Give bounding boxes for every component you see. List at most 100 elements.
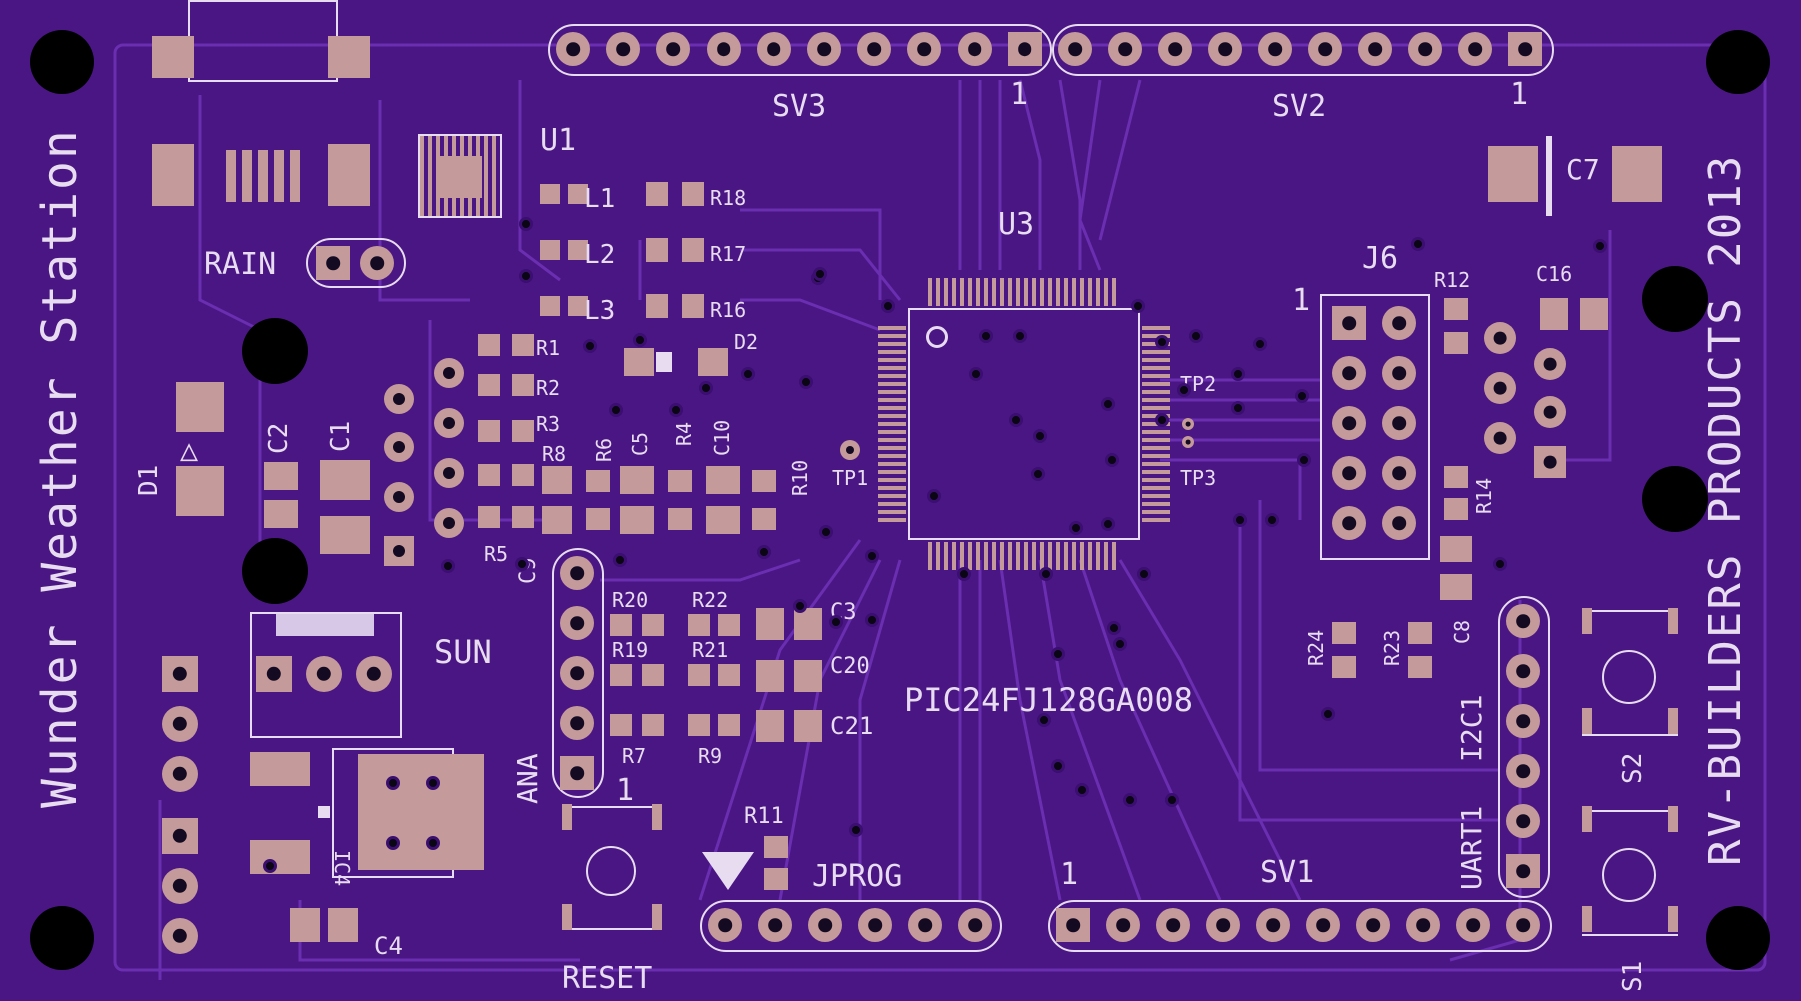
sensor-pin — [384, 384, 414, 414]
sun-pin — [306, 656, 342, 692]
reset-button[interactable] — [586, 846, 636, 896]
r9-pad — [688, 714, 710, 736]
via — [1101, 397, 1115, 411]
rain-pin — [360, 246, 394, 280]
r1-pad — [478, 334, 500, 356]
sv1-pin — [1206, 908, 1240, 942]
r6-label: R6 — [592, 437, 616, 462]
c16-pad — [1580, 298, 1608, 330]
ic4-pad — [250, 752, 310, 786]
r23-label: R23 — [1380, 629, 1404, 666]
c20-pad — [756, 660, 784, 692]
sv2-pin — [1508, 32, 1542, 66]
ana-pin — [560, 706, 594, 740]
c7-label: C7 — [1566, 153, 1600, 186]
sun-latch — [276, 614, 374, 636]
via — [1155, 413, 1169, 427]
r16-pad — [646, 294, 668, 318]
s2-pad — [1582, 708, 1592, 734]
via — [1013, 329, 1027, 343]
j6-pin — [1332, 406, 1366, 440]
u3-pins-left — [878, 326, 906, 522]
sv3-pin — [556, 32, 590, 66]
mounting-hole-right-1 — [1642, 266, 1708, 332]
u3-pins-bottom — [928, 542, 1120, 570]
wind-pin — [162, 656, 198, 692]
j6-pin — [1382, 306, 1416, 340]
r3-label: R3 — [536, 412, 561, 436]
c20-pad — [794, 660, 822, 692]
ana-pin — [560, 556, 594, 590]
sun-pin — [256, 656, 292, 692]
d2-pad — [624, 348, 654, 376]
c3-pad — [794, 608, 822, 640]
l2-label: L2 — [584, 240, 616, 270]
rain-pin — [316, 246, 350, 280]
r24-label: R24 — [1304, 629, 1328, 666]
sensor-header-pin — [1484, 422, 1516, 454]
c16-label: C16 — [1536, 262, 1573, 286]
r21-pad — [718, 664, 740, 686]
d1-pad — [176, 466, 224, 516]
via — [865, 549, 879, 563]
s1-pad — [1668, 906, 1678, 932]
u3-chip — [908, 308, 1140, 540]
r14-pad — [1444, 466, 1468, 488]
via — [1107, 621, 1121, 635]
c10-pad — [706, 506, 740, 534]
c2-label: C2 — [264, 422, 294, 454]
sv1-pin — [1256, 908, 1290, 942]
via — [1155, 335, 1169, 349]
r5-pad — [512, 506, 534, 528]
c7-pad — [1612, 146, 1662, 202]
u3-label: U3 — [998, 207, 1035, 242]
s1-button[interactable] — [1602, 848, 1656, 902]
r14-pad — [1444, 498, 1468, 520]
via — [519, 269, 533, 283]
sv3-pin — [907, 32, 942, 66]
via — [927, 489, 941, 503]
via — [1493, 557, 1507, 571]
j6-pin — [1382, 506, 1416, 540]
sv2-pin — [1358, 32, 1392, 66]
s2-button[interactable] — [1602, 650, 1656, 704]
r24-pad — [1332, 656, 1356, 678]
r8-label: R8 — [542, 442, 567, 466]
c20-label: C20 — [830, 654, 870, 679]
r12-pad — [1444, 332, 1468, 354]
r6-pad — [586, 508, 610, 530]
sun-label: SUN — [434, 633, 492, 671]
r20-pad — [642, 614, 664, 636]
tp1-pad — [840, 440, 860, 460]
r9-label: R9 — [698, 744, 723, 768]
s1-pad — [1668, 806, 1678, 832]
j6-pin — [1382, 406, 1416, 440]
r2-pad — [478, 374, 500, 396]
via — [1593, 239, 1607, 253]
j6-pin — [1332, 506, 1366, 540]
sv1-pin — [1106, 908, 1140, 942]
ic4-pad — [250, 840, 310, 874]
r20-pad — [610, 614, 632, 636]
c4-pad — [328, 908, 358, 942]
usb-pad — [152, 36, 194, 78]
s2-pad — [1668, 608, 1678, 634]
sv3-pin — [606, 32, 641, 66]
r22-label: R22 — [692, 588, 729, 612]
wind-pin — [162, 918, 198, 954]
sv3-label: SV3 — [772, 89, 827, 124]
r19-pad — [610, 664, 632, 686]
usb-pin — [226, 150, 236, 202]
c16-pad — [1540, 298, 1568, 330]
sv3-pin — [957, 32, 992, 66]
via — [793, 599, 807, 613]
r19-pad — [642, 664, 664, 686]
r10-pad — [752, 508, 776, 530]
r7-pad — [610, 714, 632, 736]
r16-label: R16 — [710, 298, 747, 322]
sensor-pin — [434, 458, 464, 488]
sv1-pin — [1306, 908, 1340, 942]
reset-button-pad — [562, 904, 572, 930]
reset-button-pad — [652, 904, 662, 930]
wind-pin — [162, 756, 198, 792]
